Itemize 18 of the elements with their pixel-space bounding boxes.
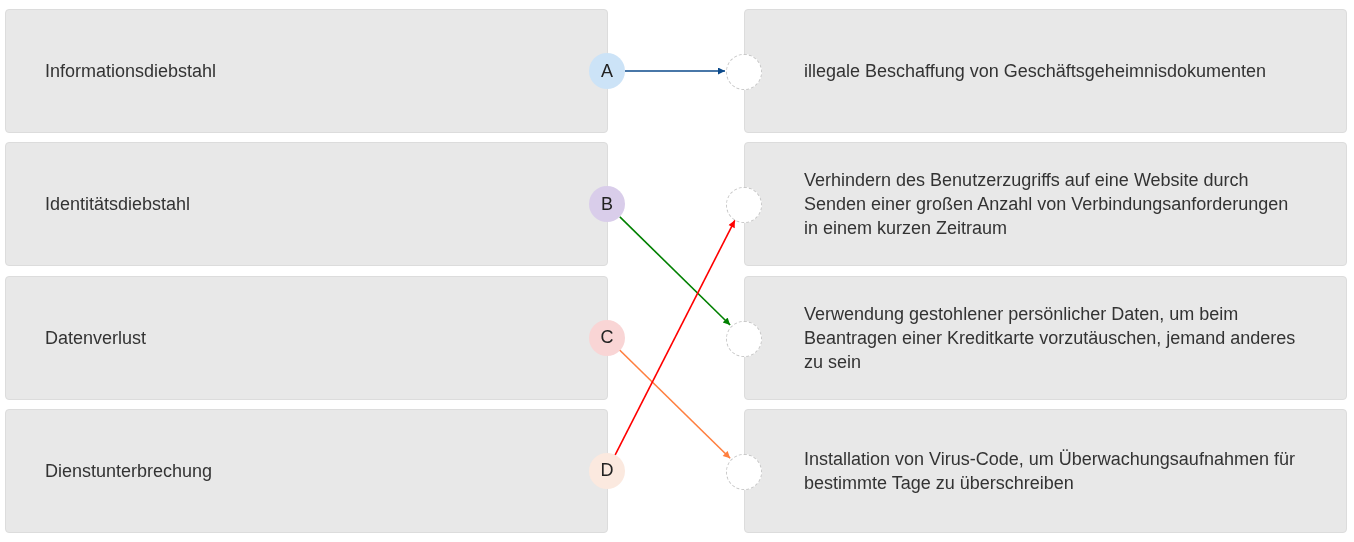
letter-circle: A <box>589 53 625 89</box>
card-text: Datenverlust <box>45 326 147 350</box>
card-text: Dienstunterbrechung <box>45 459 213 483</box>
card-text: Identitätsdiebstahl <box>45 193 191 217</box>
dashed-circle <box>726 453 762 490</box>
dashed-circle <box>726 54 762 90</box>
letter-circle: B <box>589 186 625 223</box>
card-text: Verhindern des Benutzerzugriffs auf eine Website durch Senden einer großen Anzahl von Verbindungsanforderungen in einem kurzen Zeitraum <box>804 169 1290 241</box>
arrow <box>619 216 731 326</box>
arrow <box>619 349 731 460</box>
dashed-circle <box>726 320 762 357</box>
card-text: Verwendung gestohlener persönlicher Daten, um beim Beantragen einer Kreditkarte vorzutäuschen, jemand anderes zu sein <box>804 302 1297 374</box>
card-text: Informationsdiebstahl <box>45 60 217 83</box>
dashed-circle <box>726 187 762 224</box>
card-text: Installation von Virus-Code, um Überwachungsaufnahmen für bestimmte Tage zu überschreiben <box>804 447 1296 495</box>
card-text: illegale Beschaffung von Geschäftsgeheimnisdokumenten <box>804 60 1266 83</box>
arrow <box>614 219 736 456</box>
arrow <box>624 67 726 75</box>
